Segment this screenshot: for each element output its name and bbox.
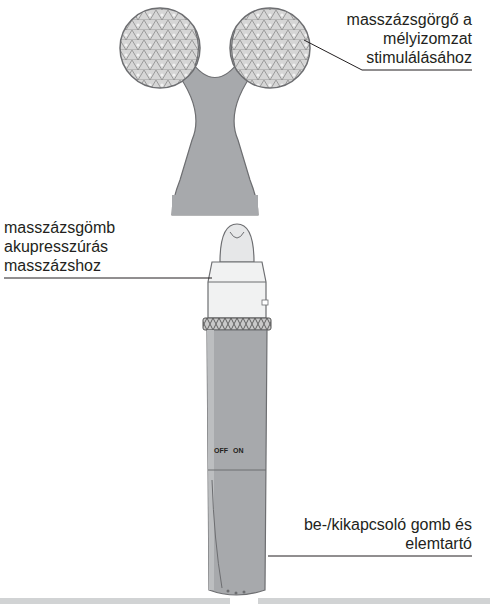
ball-label: masszázsgömb akupresszúrás masszázshoz (4, 218, 154, 275)
off-mark: OFF (214, 447, 228, 455)
switch-label: be-/kikapcsoló gomb és elemtartó (282, 515, 472, 553)
on-mark: ON (233, 447, 245, 455)
roller-label: masszázsgörgő a mélyizomzat stimulálásáh… (324, 10, 472, 67)
